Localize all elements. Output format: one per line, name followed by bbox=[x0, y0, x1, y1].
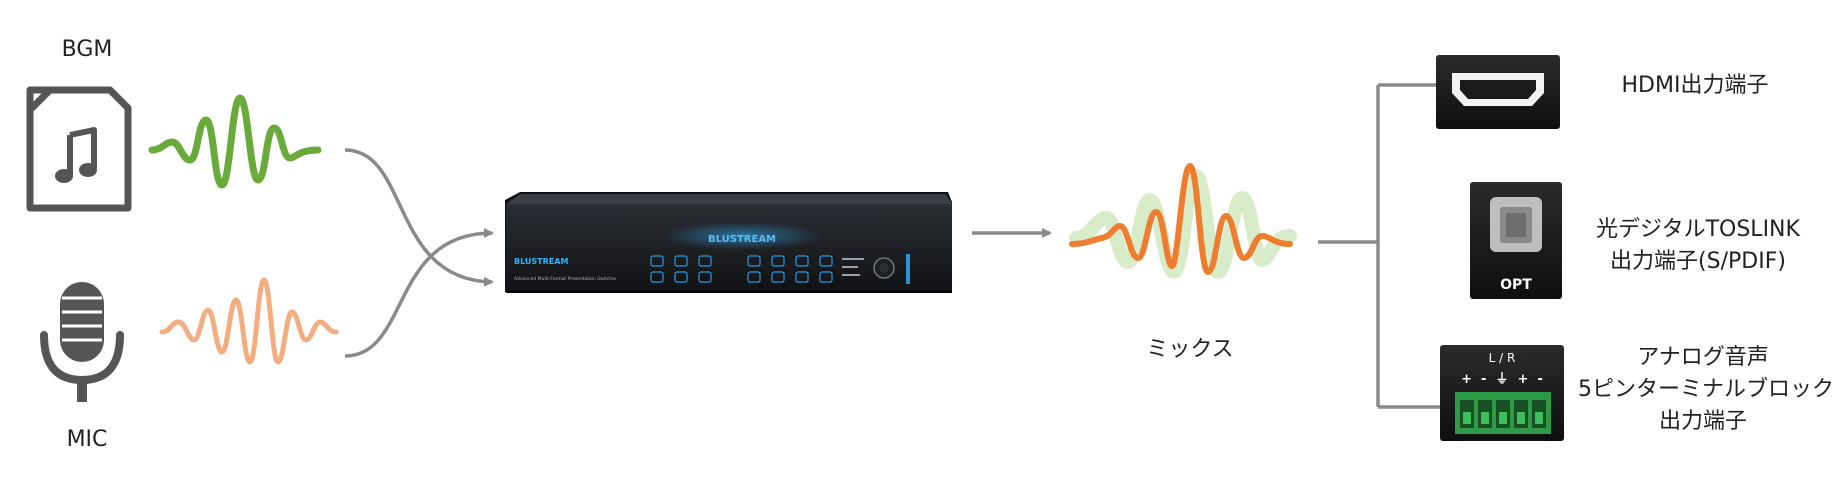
hdmi-port-icon bbox=[1436, 55, 1560, 129]
output-bracket bbox=[1318, 83, 1440, 409]
microphone-icon bbox=[40, 282, 124, 402]
switcher-device: BLUSTREAM Advanced Multi-Format Presenta… bbox=[505, 192, 952, 293]
mic-to-device-curve bbox=[344, 228, 494, 358]
mic-label: MIC bbox=[66, 427, 108, 452]
analog-output-label-line3: 出力端子 bbox=[1658, 409, 1747, 434]
terminal-pins-text: + - ⏚ + - bbox=[1461, 372, 1543, 387]
hdmi-output-label: HDMI出力端子 bbox=[1621, 73, 1769, 98]
optical-port-icon: OPT bbox=[1470, 182, 1562, 299]
bgm-label: BGM bbox=[61, 37, 113, 62]
mix-label: ミックス bbox=[1146, 337, 1234, 362]
bgm-wave bbox=[148, 94, 322, 189]
optical-output-label-line1: 光デジタルTOSLINK bbox=[1596, 217, 1800, 242]
mic-wave bbox=[159, 277, 339, 365]
optical-output-label-line2: 出力端子(S/PDIF) bbox=[1610, 249, 1786, 274]
bgm-to-device-curve bbox=[344, 148, 494, 287]
music-file-icon bbox=[26, 86, 132, 212]
terminal-block-icon: L / R + - ⏚ + - bbox=[1440, 345, 1564, 441]
optical-port-text: OPT bbox=[1500, 277, 1532, 293]
analog-output-label-line2: 5ピンターミナルブロック bbox=[1578, 377, 1834, 402]
terminal-lr-text: L / R bbox=[1489, 351, 1516, 365]
device-brand: BLUSTREAM bbox=[514, 257, 568, 266]
mix-wave bbox=[1069, 163, 1297, 279]
device-subtitle: Advanced Multi-Format Presentation Switc… bbox=[514, 276, 617, 282]
device-top-logo: BLUSTREAM bbox=[708, 234, 776, 245]
analog-output-label-line1: アナログ音声 bbox=[1637, 345, 1769, 370]
